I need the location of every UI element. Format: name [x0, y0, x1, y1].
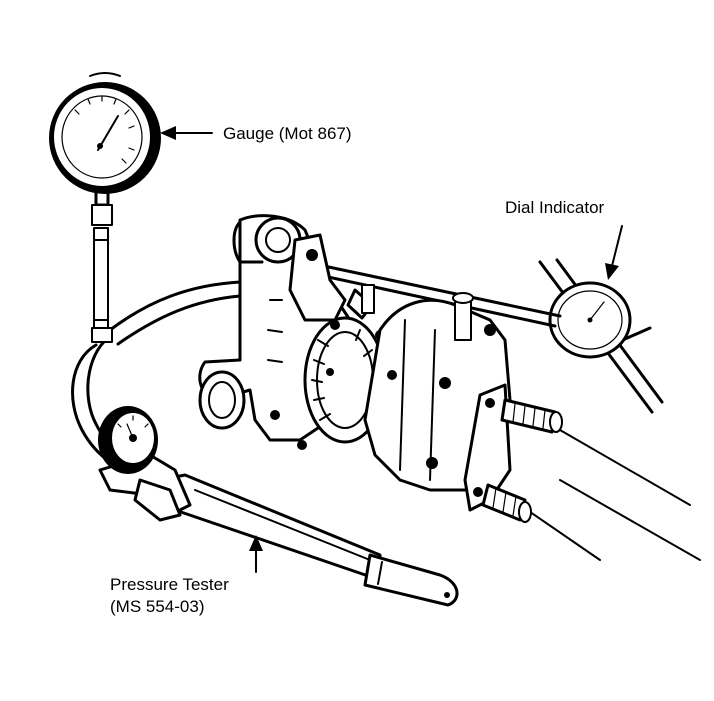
exhaust-pipe-lines: [519, 429, 701, 561]
gauge-label: Gauge (Mot 867): [223, 124, 352, 143]
gauge-leader-arrow: [160, 126, 213, 140]
dial-indicator-leader-arrow: [605, 225, 623, 280]
pressure-gauge: [49, 72, 161, 194]
pressure-tester-label: Pressure Tester: [110, 575, 229, 594]
outlet-flange: [463, 383, 563, 523]
gauge-stem: [91, 188, 113, 343]
pressure-tester-part-number: (MS 554-03): [110, 597, 205, 616]
dial-indicator: [538, 258, 664, 414]
dial-indicator-label: Dial Indicator: [505, 198, 605, 217]
actuator-bracket: [288, 233, 375, 322]
pressure-tester: [98, 406, 459, 607]
pressure-tester-leader-arrow: [249, 535, 263, 573]
